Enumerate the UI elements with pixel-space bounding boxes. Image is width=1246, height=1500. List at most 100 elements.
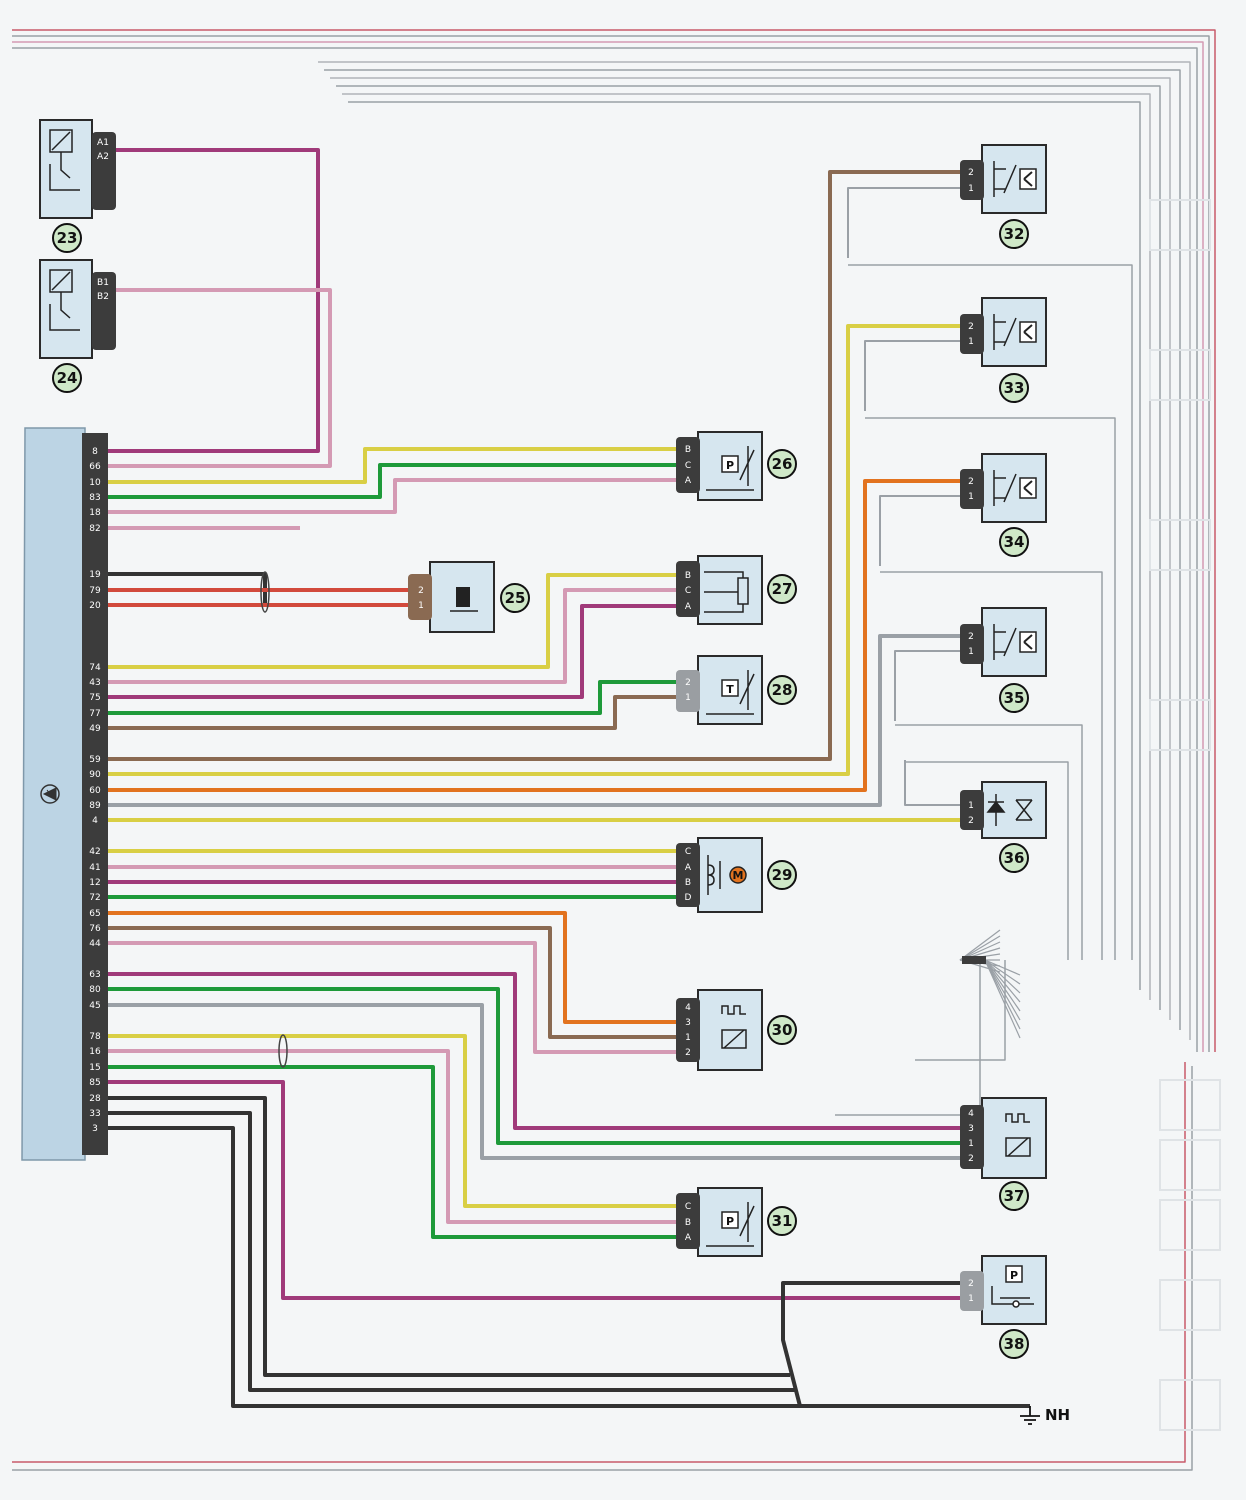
symbol-box	[721, 1211, 739, 1229]
component-number-badge	[767, 1206, 797, 1236]
ecu-pin-label: 12	[89, 878, 100, 888]
ecu-pin-label: 41	[89, 863, 100, 873]
injector-coil-icon	[993, 470, 1017, 506]
component-number: 37	[1004, 1187, 1025, 1205]
pin-label: A2	[97, 152, 109, 162]
connector	[92, 132, 116, 210]
motor-icon	[729, 866, 747, 884]
harness-line	[905, 761, 1069, 960]
component-number-badge	[999, 683, 1029, 713]
wire	[108, 1080, 960, 1300]
connector	[408, 574, 432, 620]
component-number: 24	[57, 369, 78, 387]
sensor-icon	[456, 587, 470, 607]
component-number-badge	[999, 1181, 1029, 1211]
transistor-icon	[42, 787, 57, 801]
pin-label: C	[685, 461, 691, 471]
component-body	[39, 119, 93, 219]
component-number: 30	[772, 1021, 793, 1039]
wire-layer	[108, 148, 1030, 1408]
component-number-badge	[767, 449, 797, 479]
component-number-badge	[500, 583, 530, 613]
symbol-letter: P	[726, 459, 734, 472]
ecu-pin-label: 43	[89, 678, 100, 688]
pin-label: 1	[418, 601, 424, 611]
ecu-pin-label: 60	[89, 786, 101, 796]
diode-icon	[986, 794, 1006, 826]
ecu-pin-label: 44	[89, 939, 101, 949]
pin-label: 2	[968, 1154, 974, 1164]
heater-icon	[1005, 1113, 1030, 1123]
harness-line	[984, 959, 1021, 976]
pin-label: 1	[968, 801, 974, 811]
component-number: 27	[772, 580, 793, 598]
pin-label: 2	[968, 322, 974, 332]
symbol-letter: P	[726, 1215, 734, 1228]
ecu-pin-label: 80	[89, 985, 101, 995]
wire	[108, 170, 960, 761]
ecu-pin-label: 8	[92, 447, 98, 457]
harness-line	[848, 264, 1133, 960]
connector	[676, 998, 700, 1062]
ghost-component	[1159, 1139, 1221, 1191]
wire	[108, 572, 267, 605]
harness-line	[12, 29, 1216, 1052]
harness-line	[880, 571, 1103, 960]
pin-label: A	[685, 863, 692, 873]
pin-label: 1	[685, 1033, 691, 1043]
motor-letter: M	[733, 869, 744, 882]
pin-label: C	[685, 586, 691, 596]
wire	[108, 479, 960, 792]
harness-line	[984, 959, 1021, 1021]
pin-label: 2	[685, 1048, 691, 1058]
pin-label: A	[685, 1233, 692, 1243]
switch-icon	[49, 131, 80, 191]
ecu-pin-label: 79	[89, 586, 101, 596]
ecu-connector	[82, 433, 108, 1155]
component-number: 25	[505, 589, 526, 607]
ghost-component	[1159, 1279, 1221, 1331]
ecu-pin-label: 89	[89, 801, 101, 811]
component-number-badge	[999, 373, 1029, 403]
stepper-coil-icon	[707, 855, 721, 895]
wire	[108, 972, 960, 1130]
harness-line	[984, 959, 1021, 1030]
connector	[960, 1271, 984, 1311]
component-number: 38	[1004, 1335, 1025, 1353]
ecu-pin-label: 4	[92, 816, 98, 826]
pressure-switch-icon	[991, 1286, 1034, 1305]
connector	[960, 469, 984, 509]
component-number: 34	[1004, 533, 1025, 551]
component-body	[981, 144, 1047, 214]
wire	[108, 1111, 795, 1392]
ghost-component	[1159, 1379, 1221, 1431]
wire	[108, 573, 680, 669]
wire	[108, 1034, 680, 1208]
injector-coil-icon	[993, 161, 1017, 197]
ecu-pin-label: 74	[89, 663, 101, 673]
harness-line	[318, 61, 1191, 1040]
component-number: 29	[772, 866, 793, 884]
component-number: 32	[1004, 225, 1025, 243]
component-number-badge	[767, 860, 797, 890]
connector	[676, 843, 700, 907]
ecu-pin-label: 49	[89, 724, 101, 734]
sensor-element-icon	[721, 1029, 747, 1049]
pin-label: C	[685, 1202, 691, 1212]
ecu-symbol-icon	[40, 784, 60, 804]
harness-line	[984, 959, 1021, 1039]
pin-label: 2	[968, 816, 974, 826]
injector-icon	[1019, 631, 1037, 653]
component-number-badge	[767, 675, 797, 705]
component-number-badge	[999, 219, 1029, 249]
ecu-pin-label: 20	[89, 601, 101, 611]
injector-icon	[1019, 168, 1037, 190]
pin-label: D	[685, 893, 692, 903]
ecu-pin-label: 28	[89, 1094, 101, 1104]
